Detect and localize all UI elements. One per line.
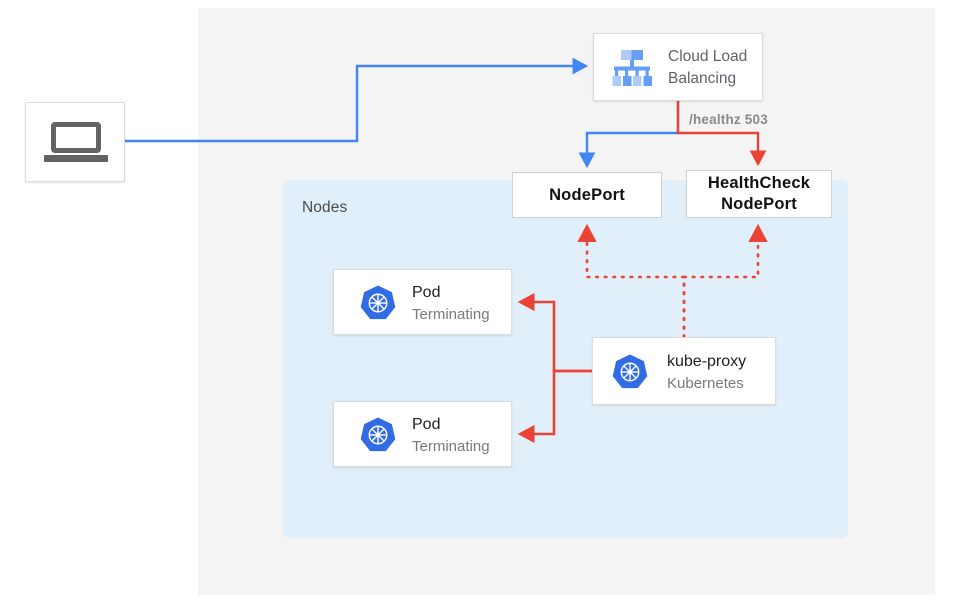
- nodeport-label: NodePort: [549, 185, 625, 204]
- healthcheck-nodeport-label-line2: NodePort: [721, 195, 797, 213]
- kube-proxy-subtitle: Kubernetes: [667, 375, 744, 392]
- kube-proxy-title: kube-proxy: [667, 353, 747, 370]
- kubernetes-icon: [360, 417, 396, 452]
- kubernetes-icon: [612, 354, 648, 389]
- kubernetes-icon: [360, 285, 396, 320]
- pod-title-1: Pod: [412, 284, 441, 301]
- laptop-screen-shape: [51, 122, 101, 153]
- cloud-load-balancing-icon: [612, 50, 652, 86]
- healthcheck-nodeport-box[interactable]: HealthCheck NodePort: [686, 170, 832, 218]
- cloud-load-balancing-title-line1: Cloud Load: [668, 48, 748, 65]
- healthz-status-label: /healthz 503: [689, 112, 768, 127]
- pod-subtitle-1: Terminating: [412, 306, 490, 323]
- laptop-icon: [44, 122, 108, 164]
- cloud-load-balancing-card[interactable]: Cloud Load Balancing: [593, 33, 763, 101]
- cloud-load-balancing-title-line2: Balancing: [668, 70, 737, 87]
- pod-card-1[interactable]: Pod Terminating: [333, 269, 512, 335]
- nodes-region-label: Nodes: [302, 199, 348, 216]
- pod-title-2: Pod: [412, 416, 441, 433]
- healthcheck-nodeport-label: HealthCheck NodePort: [708, 173, 810, 215]
- laptop-base-shape: [44, 155, 108, 162]
- nodeport-box[interactable]: NodePort: [512, 172, 662, 218]
- pod-card-2[interactable]: Pod Terminating: [333, 401, 512, 467]
- kube-proxy-card[interactable]: kube-proxy Kubernetes: [592, 337, 776, 405]
- cloud-load-balancing-label: Cloud Load Balancing: [668, 46, 760, 90]
- pod-subtitle-2: Terminating: [412, 438, 490, 455]
- healthcheck-nodeport-label-line1: HealthCheck: [707, 174, 811, 192]
- client-laptop-card[interactable]: [25, 102, 125, 182]
